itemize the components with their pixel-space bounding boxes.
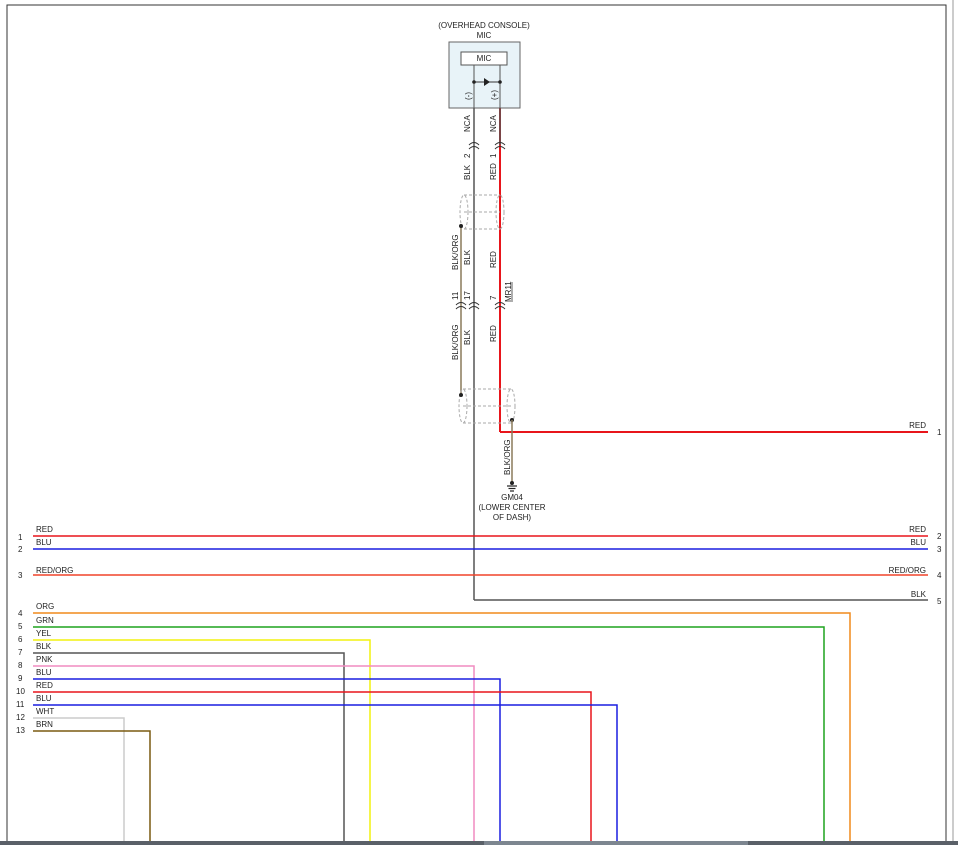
splice-dot-lower-left [459, 393, 463, 397]
right-wire-label-5: BLK [911, 590, 927, 599]
left-wire-label-10: RED [36, 681, 53, 690]
left-wire-label-12: WHT [36, 707, 54, 716]
connector-nca-left-icon [468, 142, 480, 150]
red-mid-label: RED [489, 251, 498, 268]
right-wire-label-2: RED [909, 525, 926, 534]
left-wire-label-5: GRN [36, 616, 54, 625]
right-pin-4: 4 [937, 571, 942, 580]
left-wire-label-11: BLU [36, 694, 52, 703]
ground-id: GM04 [501, 493, 523, 502]
ground-location-2: OF DASH) [493, 513, 532, 522]
mic-inner-label: MIC [477, 54, 492, 63]
wire-org[interactable] [33, 612, 851, 845]
left-pin-9: 9 [18, 674, 23, 683]
wire-blu-9[interactable] [33, 678, 501, 845]
pin-1-label: 1 [489, 153, 498, 158]
left-pin-7: 7 [18, 648, 23, 657]
left-wire-label-7: BLK [36, 642, 52, 651]
left-wire-label-2: BLU [36, 538, 52, 547]
wire-blk[interactable] [33, 652, 345, 845]
right-pin-3: 3 [937, 545, 942, 554]
component-location: (OVERHEAD CONSOLE) [438, 21, 530, 30]
left-wire-label-13: BRN [36, 720, 53, 729]
connector-pin11-icon [455, 302, 467, 310]
right-wire-label-4: RED/ORG [889, 566, 926, 575]
connector-nca-right-icon [494, 142, 506, 150]
wire-yel[interactable] [33, 639, 371, 845]
left-pin-13: 13 [16, 726, 25, 735]
left-pin-2: 2 [18, 545, 23, 554]
right-pin-2: 2 [937, 532, 942, 541]
ground-location-1: (LOWER CENTER [478, 503, 545, 512]
left-pin-12: 12 [16, 713, 25, 722]
blkorg-ground-label: BLK/ORG [503, 439, 512, 475]
wire-brn[interactable] [33, 730, 151, 845]
wire-pnk[interactable] [33, 665, 475, 845]
right-wire-label-1: RED [909, 421, 926, 430]
left-pin-1: 1 [18, 533, 23, 542]
pin-17-label: 17 [463, 291, 472, 300]
left-pin-6: 6 [18, 635, 23, 644]
wire-wht[interactable] [33, 717, 125, 845]
mic-inner-box [460, 51, 508, 66]
left-wire-label-1: RED [36, 525, 53, 534]
pin-plus-label: (+) [490, 90, 499, 100]
mic-dot-right [498, 80, 502, 84]
wire-red-10[interactable] [33, 691, 592, 845]
left-wire-label-9: BLU [36, 668, 52, 677]
left-pin-10: 10 [16, 687, 25, 696]
shield-upper [459, 194, 505, 230]
blk-upper-label: BLK [463, 164, 472, 180]
pin-minus-label: (-) [464, 92, 473, 100]
blk-mid-label: BLK [463, 249, 472, 265]
left-wire-label-3: RED/ORG [36, 566, 73, 575]
shield-lower [458, 388, 516, 424]
red-low-label: RED [489, 325, 498, 342]
right-pin-1: 1 [937, 428, 942, 437]
blkorg-mid-label: BLK/ORG [451, 234, 460, 270]
right-wire-label-3: BLU [910, 538, 926, 547]
red-upper-label: RED [489, 163, 498, 180]
nca-right-label: NCA [489, 114, 498, 132]
blkorg-low-label: BLK/ORG [451, 324, 460, 360]
left-wire-label-8: PNK [36, 655, 53, 664]
connector-pin17-icon [468, 302, 480, 310]
left-pin-5: 5 [18, 622, 23, 631]
splice-dot-upper [459, 224, 463, 228]
left-wire-label-6: YEL [36, 629, 52, 638]
connector-pin7-icon [494, 302, 506, 310]
mic-symbol-icon [484, 78, 490, 86]
left-pin-11: 11 [16, 700, 25, 709]
ground-icon [507, 481, 517, 492]
left-pin-3: 3 [18, 571, 23, 580]
left-pin-8: 8 [18, 661, 23, 670]
pin-2-label: 2 [463, 153, 472, 158]
nca-left-label: NCA [463, 114, 472, 132]
bottom-bar-segment [484, 841, 748, 845]
component-name: MIC [477, 31, 492, 40]
bottom-bar [0, 841, 958, 845]
left-wire-label-4: ORG [36, 602, 54, 611]
wire-grn[interactable] [33, 626, 825, 845]
connector-id-label: MR11 [504, 281, 513, 302]
diagram-frame [6, 4, 947, 845]
wire-blu-11[interactable] [33, 704, 618, 845]
mic-dot-left [472, 80, 476, 84]
left-pin-4: 4 [18, 609, 23, 618]
blk-low-label: BLK [463, 329, 472, 345]
pin-7-label: 7 [489, 295, 498, 300]
right-pin-5: 5 [937, 597, 942, 606]
pin-11-label: 11 [451, 291, 460, 300]
